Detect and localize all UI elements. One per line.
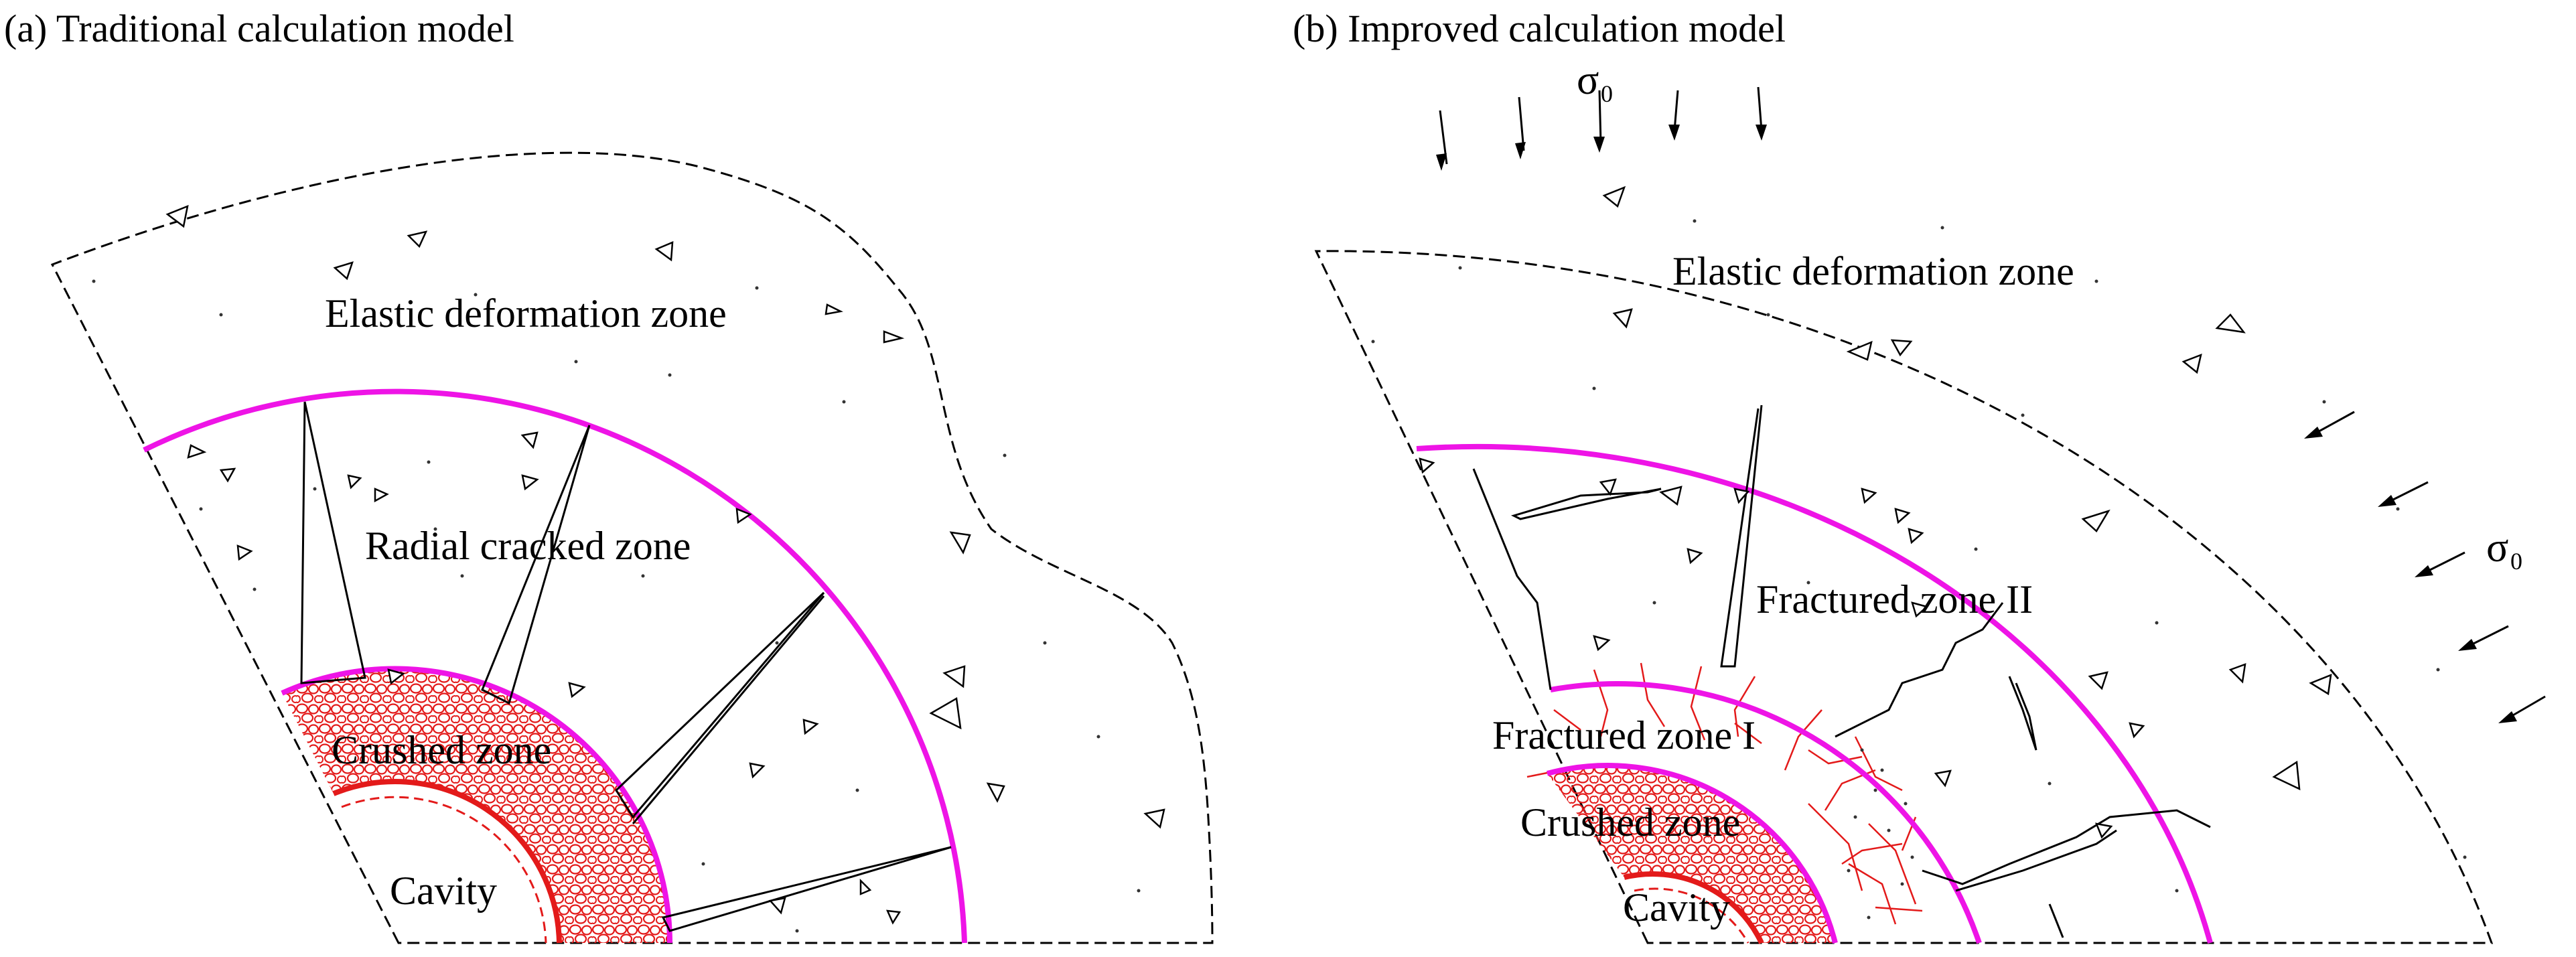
outer-boundary-b	[1314, 250, 2494, 944]
radial-zone-label-a: Radial cracked zone	[365, 524, 691, 568]
cavity-edge-a	[332, 779, 562, 944]
cavity-edge-b	[1624, 871, 1764, 944]
speckle-dots-a	[92, 279, 1141, 933]
radial-boundary-a	[143, 388, 967, 944]
speckle-dots-b	[1371, 219, 2467, 893]
stress-label-right: σ 0	[2486, 525, 2522, 575]
fractured-i-boundary-b	[1550, 681, 1982, 944]
cavity-label-b: Cavity	[1623, 885, 1730, 930]
svg-text:σ: σ	[1577, 58, 1599, 103]
crushed-boundary-b	[1546, 763, 1838, 944]
caption-b: (b) Improved calculation model	[1293, 7, 1786, 50]
stress-arrows-top	[1436, 86, 1767, 171]
elastic-zone-label-b: Elastic deformation zone	[1672, 249, 2074, 293]
outer-boundary-a	[50, 151, 1214, 944]
fractured-zone-ii-label: Fractured zone II	[1756, 577, 2033, 621]
stress-label-top: σ 0	[1577, 58, 1613, 107]
svg-text:σ: σ	[2486, 525, 2508, 571]
crushed-zone-label-a: Crushed zone	[332, 728, 551, 772]
crushed-zone-fill-b	[1547, 765, 1835, 943]
crushed-boundary-a	[281, 666, 672, 944]
svg-text:0: 0	[2510, 548, 2522, 575]
fractured-zone-i-label: Fractured zone I	[1492, 713, 1756, 757]
fractured-zone-ii-cracks	[1472, 404, 2211, 938]
aggregate-triangles-b	[1419, 186, 2332, 839]
cavity-inner-dash-a	[341, 796, 547, 944]
fractured-ii-boundary-b	[1416, 443, 2213, 944]
svg-text:0: 0	[1601, 80, 1613, 107]
stress-arrows-right	[2304, 411, 2546, 723]
aggregate-triangles-a	[165, 204, 1165, 925]
caption-a: (a) Traditional calculation model	[4, 7, 514, 50]
radial-cracks-a	[300, 401, 952, 932]
cavity-inner-dash-b	[1634, 887, 1749, 944]
fractured-zone-i-speckles	[1847, 748, 1914, 919]
elastic-zone-label-a: Elastic deformation zone	[325, 291, 727, 336]
cavity-label-a: Cavity	[390, 869, 497, 913]
panel-b: (b) Improved calculation model	[1293, 7, 2546, 944]
fractured-zone-i-cracks	[1526, 662, 1923, 925]
panel-a: (a) Traditional calculation model	[4, 7, 1214, 944]
crushed-zone-label-b: Crushed zone	[1520, 800, 1740, 844]
